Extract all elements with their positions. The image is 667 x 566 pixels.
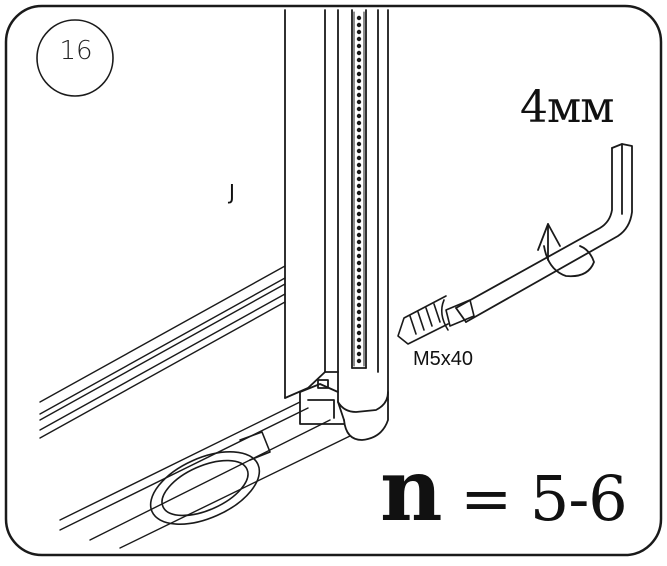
step-number-circle <box>36 19 114 97</box>
quantity-value: = 5-6 <box>441 462 628 535</box>
quantity-label: n = 5-6 <box>380 440 628 541</box>
door-profile <box>284 9 389 441</box>
bottom-rail <box>39 265 286 439</box>
brush-strip <box>353 11 365 367</box>
part-label: J <box>229 180 235 204</box>
rotation-arrow-icon <box>537 223 595 278</box>
floor-track <box>59 401 351 549</box>
tool-size-label: 4мм <box>520 82 614 133</box>
quantity-variable: n <box>380 440 443 541</box>
screw-icon <box>397 295 475 345</box>
screw-size-label: M5x40 <box>413 348 474 370</box>
brush-strip-dots <box>356 15 362 364</box>
illustration-frame <box>4 4 663 557</box>
roller-wheel-icon <box>149 431 271 525</box>
step-number: 16 <box>59 36 93 66</box>
